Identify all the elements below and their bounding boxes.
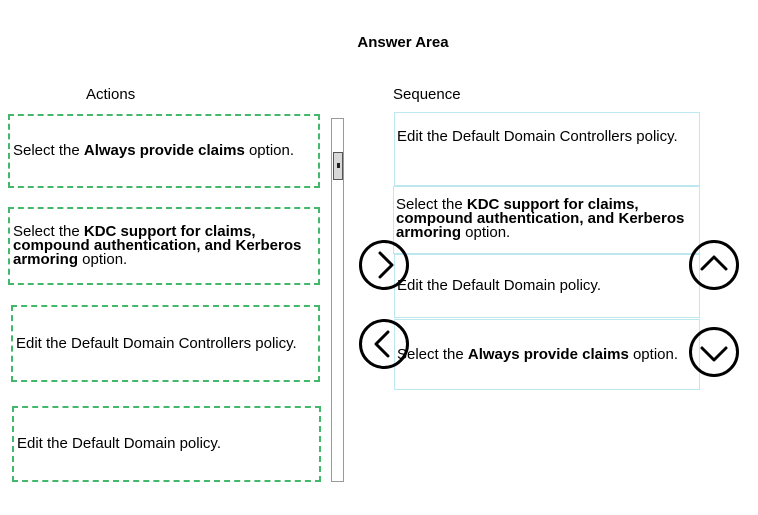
action-item[interactable]: Edit the Default Domain Controllers poli… (11, 305, 320, 382)
action-item-text: Select the Always provide claims option. (13, 142, 295, 159)
sequence-item[interactable]: Select the KDC support for claims, compo… (393, 186, 700, 254)
chevron-left-icon (374, 330, 390, 358)
move-down-button[interactable] (689, 327, 739, 377)
sequence-item-text: Edit the Default Domain policy. (397, 277, 601, 294)
action-item-text: Edit the Default Domain policy. (17, 435, 221, 452)
chevron-down-icon (700, 346, 728, 362)
action-item-text: Select the KDC support for claims, compo… (13, 223, 302, 268)
actions-label: Actions (86, 86, 136, 103)
sequence-item-text: Select the KDC support for claims, compo… (396, 196, 685, 241)
action-item-text: Edit the Default Domain Controllers poli… (16, 334, 297, 352)
sequence-item[interactable]: Edit the Default Domain policy. (394, 254, 700, 318)
answer-area-title: Answer Area (357, 34, 449, 51)
action-item[interactable]: Edit the Default Domain policy. (12, 406, 321, 482)
chevron-up-icon (700, 255, 728, 271)
action-item[interactable]: Select the Always provide claims option. (8, 114, 320, 188)
sequence-item-text: Select the Always provide claims option. (397, 345, 679, 363)
sequence-item[interactable]: Select the Always provide claims option. (394, 319, 700, 390)
move-right-button[interactable] (359, 240, 409, 290)
action-item[interactable]: Select the KDC support for claims, compo… (8, 207, 320, 285)
sequence-label: Sequence (393, 86, 461, 103)
move-left-button[interactable] (359, 319, 409, 369)
scrollbar-thumb[interactable] (333, 152, 343, 180)
move-up-button[interactable] (689, 240, 739, 290)
sequence-item[interactable]: Edit the Default Domain Controllers poli… (394, 112, 700, 186)
chevron-right-icon (378, 251, 394, 279)
sequence-item-text: Edit the Default Domain Controllers poli… (397, 128, 678, 145)
actions-scrollbar[interactable] (331, 118, 344, 482)
